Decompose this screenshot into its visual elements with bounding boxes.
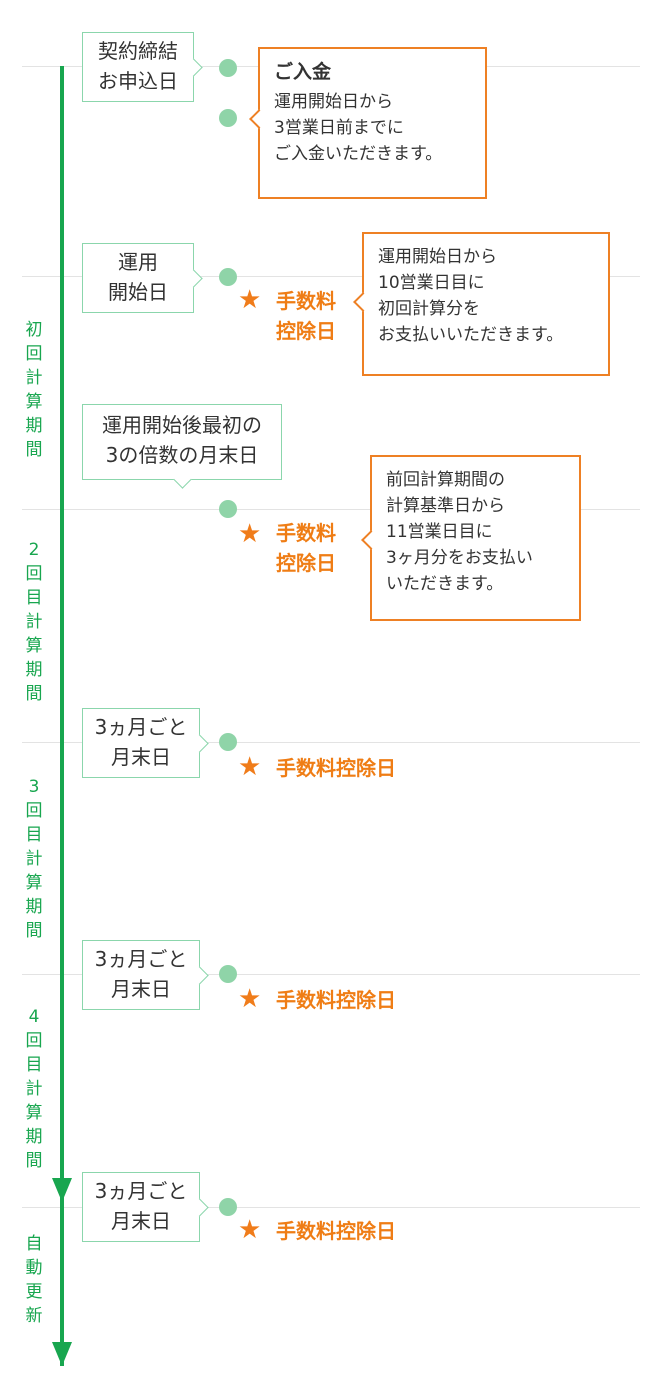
event-contract: 契約締結 お申込日 xyxy=(82,32,203,102)
guide-line xyxy=(22,1207,640,1208)
deposit-dot xyxy=(219,109,237,127)
event-dot xyxy=(219,965,237,983)
star-icon: ★ xyxy=(238,285,262,315)
period-label-4: 4 回 目 計 算 期 間 xyxy=(25,1007,43,1171)
event-dot xyxy=(219,1198,237,1216)
callout-pointer xyxy=(249,109,269,129)
guide-line xyxy=(22,276,640,277)
event-start: 運用 開始日 xyxy=(82,243,203,313)
event-dot xyxy=(219,59,237,77)
fee-deduction-label-2: 手数料 控除日 xyxy=(276,521,336,575)
arrow-down-icon xyxy=(52,1342,72,1366)
event-contract-label: 契約締結 お申込日 xyxy=(98,39,178,93)
event-dot xyxy=(219,500,237,518)
fee-deduction-label-1: 手数料 控除日 xyxy=(276,289,336,343)
event-quarter-end-3: 3ヵ月ごと 月末日 xyxy=(82,1172,209,1242)
event-dot xyxy=(219,733,237,751)
star-icon: ★ xyxy=(238,1215,262,1245)
guide-line xyxy=(22,509,640,510)
fee-deduction-label-3: 手数料控除日 xyxy=(276,756,396,780)
event-quarter-end-2: 3ヵ月ごと 月末日 xyxy=(82,940,209,1010)
first-fee-note: 運用開始日から 10営業日目に 初回計算分を お支払いいただきます。 xyxy=(353,232,610,376)
event-quarter-end-label: 3ヵ月ごと 月末日 xyxy=(94,947,188,1001)
callout-pointer xyxy=(173,470,192,489)
period-label-initial: 初 回 計 算 期 間 xyxy=(25,320,43,460)
callout-pointer xyxy=(361,530,381,550)
event-start-label: 運用 開始日 xyxy=(108,250,168,304)
event-quarter-end-1: 3ヵ月ごと 月末日 xyxy=(82,708,209,778)
fee-deduction-label-5: 手数料控除日 xyxy=(276,1219,396,1243)
second-fee-note-text: 前回計算期間の 計算基準日から 11営業日目に 3ヶ月分をお支払い いただきます… xyxy=(386,470,533,594)
event-quarter-end-label: 3ヵ月ごと 月末日 xyxy=(94,1179,188,1233)
deposit-title: ご入金 xyxy=(274,61,332,83)
star-icon: ★ xyxy=(238,519,262,549)
deposit-body: 運用開始日から 3営業日前までに ご入金いただきます。 xyxy=(274,92,443,164)
timeline-axis xyxy=(60,66,64,1366)
deposit-note: ご入金 運用開始日から 3営業日前までに ご入金いただきます。 xyxy=(249,47,487,199)
event-first-quarter-end-label: 運用開始後最初の 3の倍数の月末日 xyxy=(102,413,262,467)
guide-line xyxy=(22,742,640,743)
arrow-down-icon xyxy=(52,1178,72,1202)
event-quarter-end-label: 3ヵ月ごと 月末日 xyxy=(94,715,188,769)
period-label-2: 2 回 目 計 算 期 間 xyxy=(25,540,43,704)
event-first-quarter-end: 運用開始後最初の 3の倍数の月末日 xyxy=(82,404,282,489)
guide-line xyxy=(22,974,640,975)
star-icon: ★ xyxy=(238,752,262,782)
first-fee-note-text: 運用開始日から 10営業日目に 初回計算分を お支払いいただきます。 xyxy=(378,247,564,345)
star-icon: ★ xyxy=(238,984,262,1014)
event-dot xyxy=(219,268,237,286)
second-fee-note: 前回計算期間の 計算基準日から 11営業日目に 3ヶ月分をお支払い いただきます… xyxy=(361,455,581,621)
period-label-auto-renewal: 自 動 更 新 xyxy=(25,1234,43,1326)
period-label-3: 3 回 目 計 算 期 間 xyxy=(25,777,43,941)
fee-deduction-label-4: 手数料控除日 xyxy=(276,988,396,1012)
callout-pointer xyxy=(353,292,373,312)
